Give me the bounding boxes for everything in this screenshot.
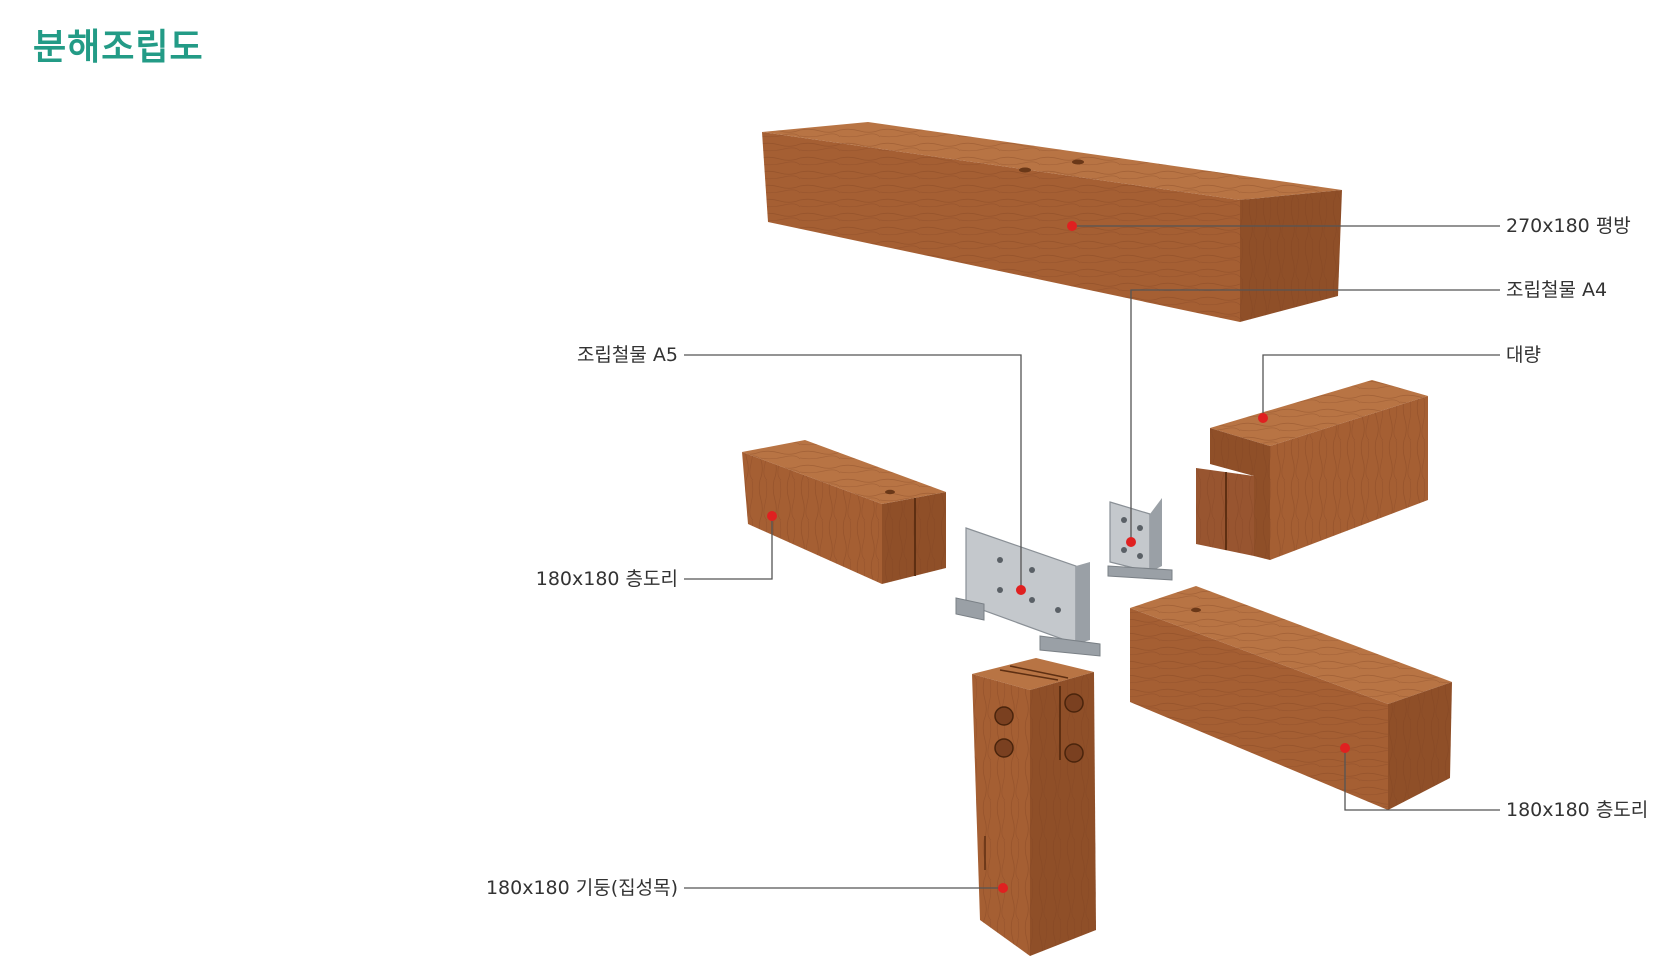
label-main-girder: 대량 xyxy=(1506,344,1541,366)
floor-beam-left xyxy=(742,440,946,584)
hardware-a5 xyxy=(955,527,1101,657)
label-floor-beam-left: 180x180 층도리 xyxy=(535,568,678,590)
hardware-a4 xyxy=(1107,498,1173,581)
label-hardware-a5: 조립철물 A5 xyxy=(576,344,678,366)
leader-lines xyxy=(684,225,1500,889)
label-floor-beam-right: 180x180 층도리 xyxy=(1506,799,1649,821)
floor-beam-right xyxy=(1130,586,1452,810)
column xyxy=(972,658,1096,956)
page-title: 분해조립도 xyxy=(33,27,204,68)
label-hardware-a4: 조립철물 A4 xyxy=(1506,279,1608,301)
label-top-beam: 270x180 평방 xyxy=(1506,215,1631,237)
main-girder xyxy=(1196,380,1428,560)
top-beam xyxy=(762,122,1342,322)
markers xyxy=(767,221,1350,893)
label-column: 180x180 기둥(집성목) xyxy=(485,877,678,899)
